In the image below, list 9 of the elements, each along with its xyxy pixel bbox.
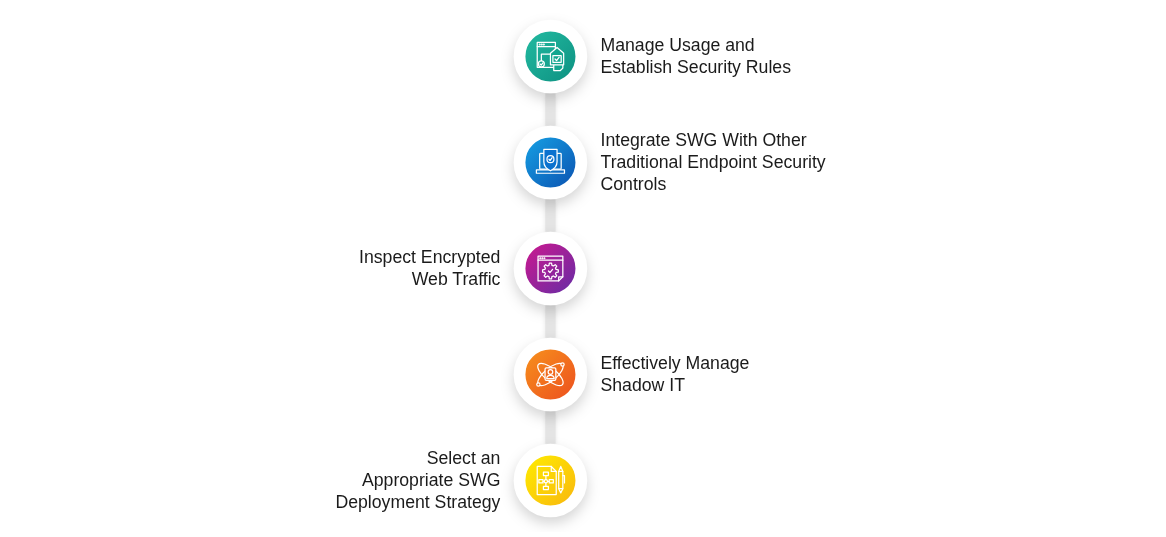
connector xyxy=(545,199,556,232)
step-label: Select an Appropriate SWG Deployment Strategy xyxy=(334,446,501,515)
step-label: Effectively Manage Shadow IT xyxy=(600,352,751,398)
step-label: Integrate SWG With Other Traditional Endpoint Security Controls xyxy=(600,128,827,197)
step-label: Inspect Encrypted Web Traffic xyxy=(357,246,501,292)
step-label: Manage Usage and Establish Security Rules xyxy=(600,34,792,80)
connector xyxy=(545,411,556,444)
connector xyxy=(545,305,556,338)
connector xyxy=(545,93,556,126)
